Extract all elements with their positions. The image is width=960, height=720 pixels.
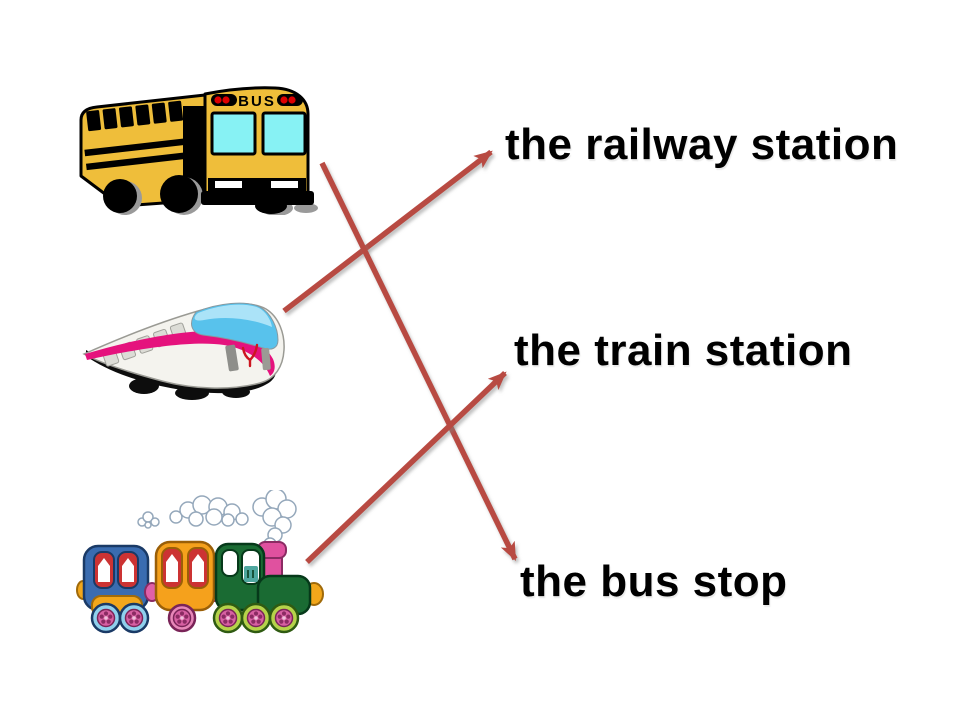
bus-side-body	[79, 93, 208, 208]
bus-windshield-right	[261, 111, 307, 156]
label-railway-station: the railway station	[505, 120, 899, 169]
toy-train-orange-car	[154, 540, 216, 612]
train-windshield	[191, 302, 279, 350]
toy-train-locomotive	[214, 542, 324, 616]
bus-side-windows	[84, 100, 208, 171]
train-logo	[241, 343, 259, 368]
bus-front-sign: BUS	[238, 93, 276, 110]
school-bus-svg: BUS	[79, 86, 318, 215]
highspeed-train-svg	[82, 302, 285, 400]
bus-wheels	[103, 175, 203, 215]
bus-windshield-left	[210, 111, 257, 156]
train-door-panel-2	[261, 347, 271, 371]
bus-headlight-right	[271, 181, 298, 188]
loco-window-left	[221, 549, 239, 577]
bus-front: BUS	[201, 86, 314, 205]
school-bus-image: BUS	[75, 80, 320, 215]
label-train-station: the train station	[514, 326, 853, 375]
bus-headlight-left	[215, 181, 242, 188]
match-line-toy-train-to-train-station	[305, 371, 507, 564]
toy-train-svg	[76, 490, 324, 635]
highspeed-train-image	[80, 292, 295, 417]
match-line-school-bus-to-bus-stop	[319, 161, 518, 561]
label-bus-stop: the bus stop	[520, 557, 788, 606]
train-door-panel	[225, 344, 239, 372]
bus-bumper	[201, 191, 314, 205]
bus-door	[183, 106, 205, 200]
train-stripe	[85, 330, 275, 376]
toy-train-image	[76, 490, 326, 635]
